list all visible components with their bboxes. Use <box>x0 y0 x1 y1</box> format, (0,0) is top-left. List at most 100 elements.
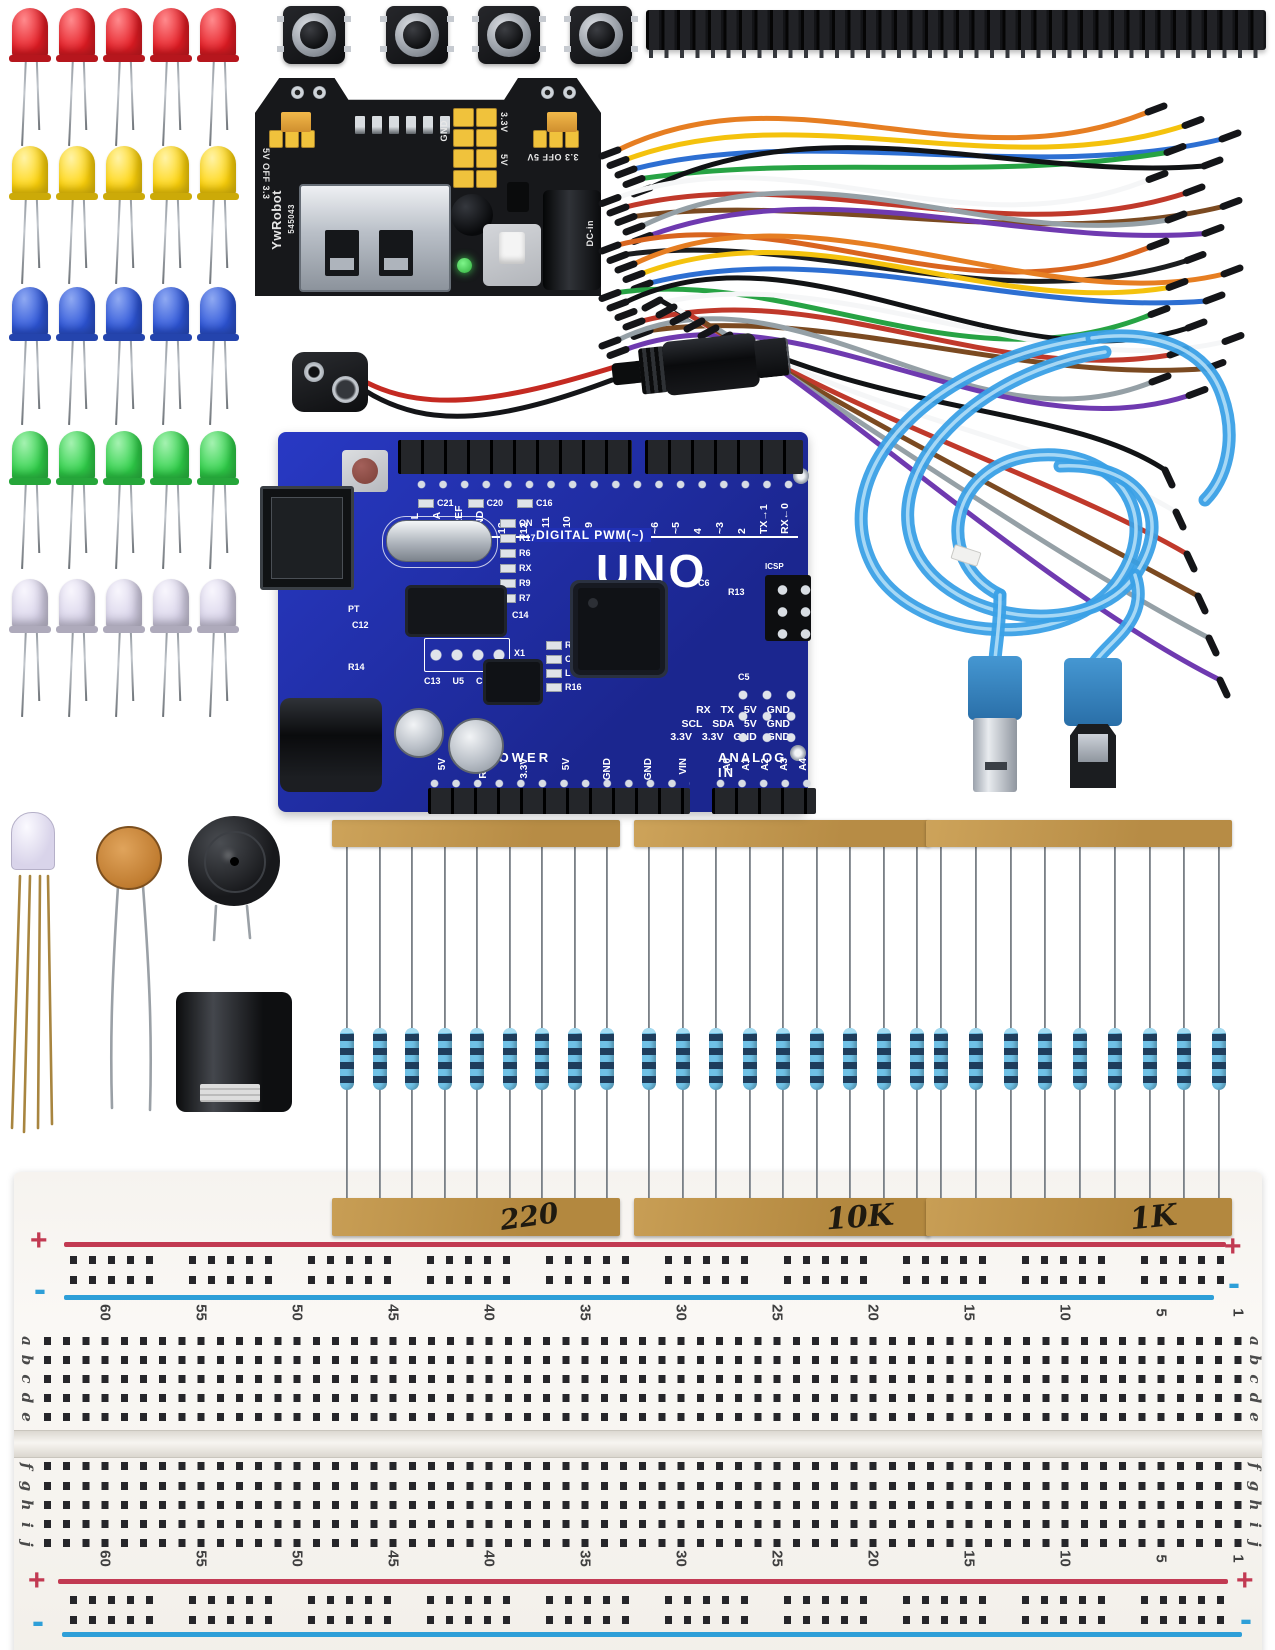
gnd-label: GND <box>439 120 449 142</box>
resistor-lead <box>849 842 852 1206</box>
resistor-body <box>642 1028 656 1090</box>
color-band <box>910 1062 924 1069</box>
led-dome <box>11 812 55 870</box>
terminal-hole-row <box>44 1520 1244 1528</box>
resistor-lead <box>1218 842 1221 1206</box>
rail-hole-group <box>665 1276 748 1284</box>
rail-hole-group <box>546 1596 629 1604</box>
color-band <box>1003 1076 1018 1083</box>
column-number: 60 <box>96 1550 114 1567</box>
resistor-value-label: 220 <box>497 1196 561 1237</box>
usb-a-port <box>299 184 451 292</box>
row-letter: g <box>1246 1480 1264 1491</box>
color-band <box>843 1048 857 1055</box>
button-pin <box>447 46 454 52</box>
led-leg <box>82 57 88 131</box>
row-letter: d <box>1246 1392 1264 1404</box>
body-cap <box>535 1028 549 1033</box>
cardboard-strip <box>634 820 930 847</box>
resistor-body <box>470 1028 484 1090</box>
led-leg <box>35 628 41 702</box>
column-number: 25 <box>768 1304 786 1321</box>
color-band <box>340 1062 354 1069</box>
dc-in-label: DC-in <box>585 220 595 247</box>
battery-snap <box>332 376 359 403</box>
digital-pin-label: 4 <box>692 528 705 534</box>
electrolytic-cap <box>448 718 504 774</box>
led-leg <box>115 195 122 285</box>
column-number: 25 <box>768 1550 786 1567</box>
resistor-body <box>709 1028 723 1090</box>
resistor-lead <box>748 842 751 1206</box>
color-band <box>776 1034 790 1041</box>
soic8-ic <box>486 662 540 702</box>
resistor-pack: 1K <box>926 818 1232 1238</box>
column-number: 30 <box>672 1304 690 1321</box>
solder-pad <box>291 86 304 99</box>
color-band <box>372 1034 387 1041</box>
body-cap <box>1107 1028 1122 1033</box>
body-cap <box>340 1028 354 1033</box>
button-pin <box>472 16 479 22</box>
led-leg <box>176 336 182 410</box>
resistor-body <box>1038 1028 1053 1090</box>
rail-hole-group <box>427 1276 510 1284</box>
silk-item: C15 <box>476 676 493 686</box>
led-dome <box>153 8 189 58</box>
led-flange <box>56 334 98 341</box>
button-pin <box>344 16 351 22</box>
silk-item: C8 <box>546 654 577 664</box>
color-band <box>1038 1048 1053 1055</box>
led-dome <box>153 579 189 629</box>
clear-led <box>102 579 146 719</box>
button-pin <box>277 16 284 22</box>
button-pin <box>631 46 638 52</box>
color-band <box>567 1034 582 1041</box>
led-leg <box>68 628 75 718</box>
body-cap <box>642 1028 656 1033</box>
color-band <box>1073 1062 1087 1069</box>
color-band <box>1003 1062 1018 1069</box>
column-number: 5 <box>1152 1554 1170 1563</box>
buzzer-side-view <box>176 992 292 1112</box>
color-band <box>372 1076 387 1083</box>
color-band <box>742 1048 757 1055</box>
resistor-body <box>1003 1028 1018 1090</box>
silk-item: C13 <box>424 676 441 686</box>
color-band <box>809 1034 824 1041</box>
pads-row <box>428 777 690 788</box>
cardboard-strip: 220 <box>332 1196 620 1237</box>
smd <box>467 498 484 508</box>
electrolytic-cap <box>394 708 444 758</box>
resistor-lead <box>648 842 651 1206</box>
clear-led <box>149 579 193 719</box>
body-cap <box>1177 1028 1192 1033</box>
color-band <box>934 1034 948 1041</box>
column-number: 1 <box>1229 1308 1247 1317</box>
rail-hole-group <box>1022 1596 1105 1604</box>
red-led <box>8 8 52 148</box>
color-band <box>567 1048 582 1055</box>
top-rail-red-line <box>64 1242 1226 1247</box>
smd <box>500 533 516 543</box>
analog-pin-label: A2 <box>760 758 771 771</box>
terminal-hole-row <box>44 1501 1244 1509</box>
color-band <box>437 1034 452 1041</box>
color-band <box>910 1048 924 1055</box>
cardboard-strip: 1K <box>926 1198 1232 1237</box>
color-band <box>642 1062 656 1069</box>
color-band <box>910 1034 924 1041</box>
female-header <box>428 788 690 814</box>
silk-r13: R13 <box>728 587 745 597</box>
rgb-led <box>8 812 56 876</box>
header-pin <box>453 169 474 188</box>
color-band <box>1142 1034 1157 1041</box>
led-flange <box>9 55 51 62</box>
color-band <box>1107 1076 1122 1083</box>
solder-pad <box>313 86 326 99</box>
yellow-led <box>149 146 193 286</box>
red-led <box>55 8 99 148</box>
led-leg <box>35 336 41 410</box>
rail-hole-group <box>308 1596 391 1604</box>
rail-hole-group <box>1022 1256 1105 1264</box>
